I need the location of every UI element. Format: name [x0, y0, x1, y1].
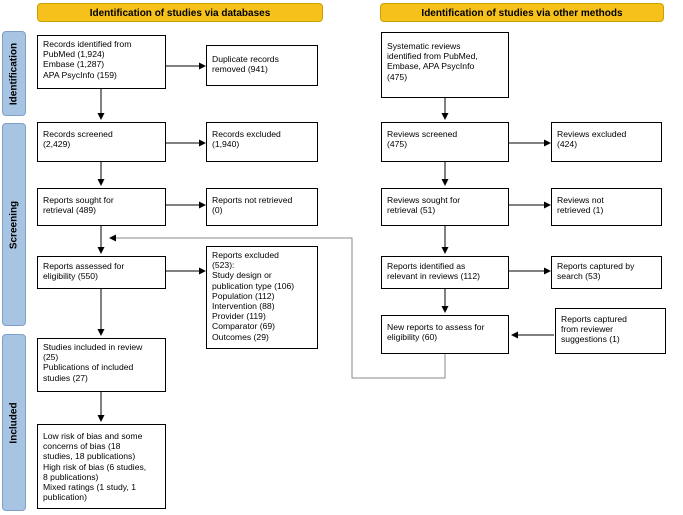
- phase-included: Included: [2, 334, 26, 511]
- box-studies-included: Studies included in review (25) Publicat…: [37, 338, 166, 392]
- box-reviews-screened: Reviews screened (475): [381, 122, 509, 162]
- box-reports-captured-reviewer: Reports captured from reviewer suggestio…: [555, 308, 666, 354]
- box-reports-excluded: Reports excluded (523): Study design or …: [206, 246, 318, 349]
- box-reviews-not-retrieved: Reviews not retrieved (1): [551, 188, 662, 226]
- box-reports-assessed: Reports assessed for eligibility (550): [37, 256, 166, 289]
- box-risk-of-bias: Low risk of bias and some concerns of bi…: [37, 424, 166, 509]
- box-reports-identified-reviews: Reports identified as relevant in review…: [381, 256, 509, 289]
- arrow-new-reports-to-assessed: [109, 234, 446, 379]
- header-databases: Identification of studies via databases: [37, 3, 323, 22]
- box-records-screened: Records screened (2,429): [37, 122, 166, 162]
- phase-screening: Screening: [2, 123, 26, 326]
- box-records-excluded: Records excluded (1,940): [206, 122, 318, 162]
- box-records-identified: Records identified from PubMed (1,924) E…: [37, 35, 166, 89]
- box-reports-captured-search: Reports captured by search (53): [551, 256, 662, 289]
- box-new-reports: New reports to assess for eligibility (6…: [381, 315, 509, 354]
- box-reviews-excluded: Reviews excluded (424): [551, 122, 662, 162]
- header-other-methods: Identification of studies via other meth…: [380, 3, 664, 22]
- box-duplicates-removed: Duplicate records removed (941): [206, 45, 318, 86]
- box-reviews-sought: Reviews sought for retrieval (51): [381, 188, 509, 226]
- box-systematic-reviews: Systematic reviews identified from PubMe…: [381, 32, 509, 98]
- phase-identification: Identification: [2, 31, 26, 116]
- box-reports-not-retrieved: Reports not retrieved (0): [206, 188, 318, 226]
- box-reports-sought: Reports sought for retrieval (489): [37, 188, 166, 226]
